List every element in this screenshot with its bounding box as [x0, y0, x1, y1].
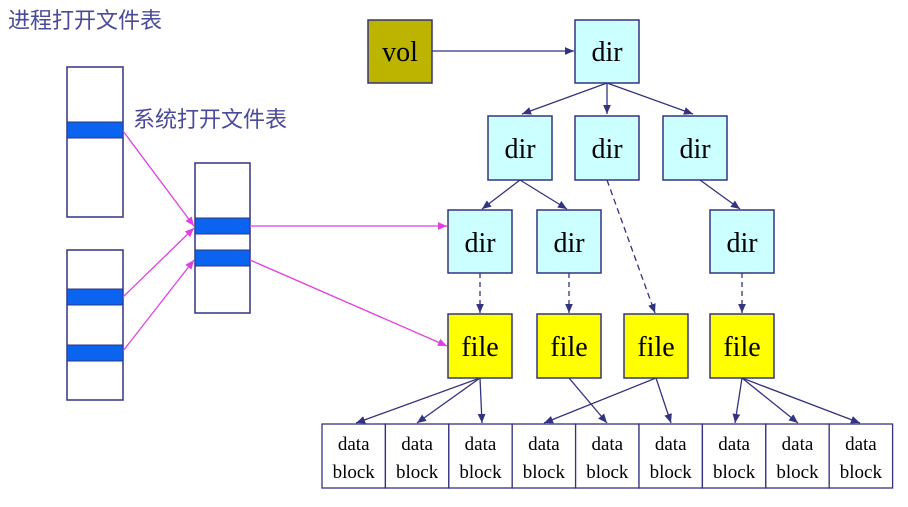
svg-text:dir: dir [726, 228, 758, 259]
pointer-arrows [122, 130, 448, 352]
data-block-label: data [591, 434, 623, 455]
data-block-label: data [401, 434, 433, 455]
data-block: data block [384, 423, 450, 489]
svg-text:file: file [461, 332, 498, 363]
svg-text:dir: dir [553, 228, 585, 259]
svg-text:dir: dir [679, 134, 711, 165]
svg-text:dir: dir [591, 134, 623, 165]
data-block-label: data [338, 434, 370, 455]
data-block-label: data [845, 434, 877, 455]
tree-arrows [355, 47, 861, 424]
table-entry [66, 121, 124, 139]
process-open-file-table-1 [66, 66, 124, 218]
process-table-label: 进程打开文件表 [8, 9, 162, 34]
data-block: data block [701, 423, 767, 489]
data-block-label: data [718, 434, 750, 455]
svg-text:dir: dir [504, 134, 536, 165]
dir-node-root: dir [574, 19, 640, 84]
svg-text:file: file [637, 332, 674, 363]
data-block: data block [321, 423, 387, 489]
data-block-label: data [528, 434, 560, 455]
table-entry [66, 344, 124, 362]
svg-text:dir: dir [464, 228, 496, 259]
data-block-label: block [650, 462, 693, 483]
table-entry [194, 217, 251, 235]
data-block-label: block [840, 462, 883, 483]
system-table-label: 系统打开文件表 [133, 108, 287, 133]
table-entry [66, 288, 124, 306]
data-block-label: block [396, 462, 439, 483]
data-block-label: block [523, 462, 566, 483]
data-block-label: block [459, 462, 502, 483]
svg-text:file: file [723, 332, 760, 363]
data-block: data block [765, 423, 830, 489]
data-block: data block [828, 423, 894, 489]
data-block: data block [448, 423, 513, 489]
svg-text:file: file [550, 332, 587, 363]
dir-node-l3: dir dir dir [447, 209, 775, 274]
data-block-label: block [713, 462, 756, 483]
svg-text:dir: dir [591, 37, 623, 68]
data-block-label: block [333, 462, 376, 483]
data-block-label: data [655, 434, 687, 455]
data-block-label: data [782, 434, 814, 455]
data-block: data block [574, 423, 640, 489]
vol-node: vol [367, 19, 433, 84]
dir-node-l2: dir dir dir [487, 115, 728, 181]
data-block-label: block [776, 462, 819, 483]
data-block: data block [511, 423, 577, 489]
file-nodes: file file file file [447, 313, 775, 379]
process-open-file-table-2 [66, 249, 124, 401]
system-open-file-table [194, 162, 251, 314]
data-blocks: datablockdatablockdatablockdatablockdata… [321, 423, 894, 489]
table-entry [194, 249, 251, 267]
data-block: data block [638, 423, 704, 489]
data-block-label: block [586, 462, 629, 483]
svg-text:vol: vol [382, 37, 418, 68]
data-block-label: data [465, 434, 497, 455]
